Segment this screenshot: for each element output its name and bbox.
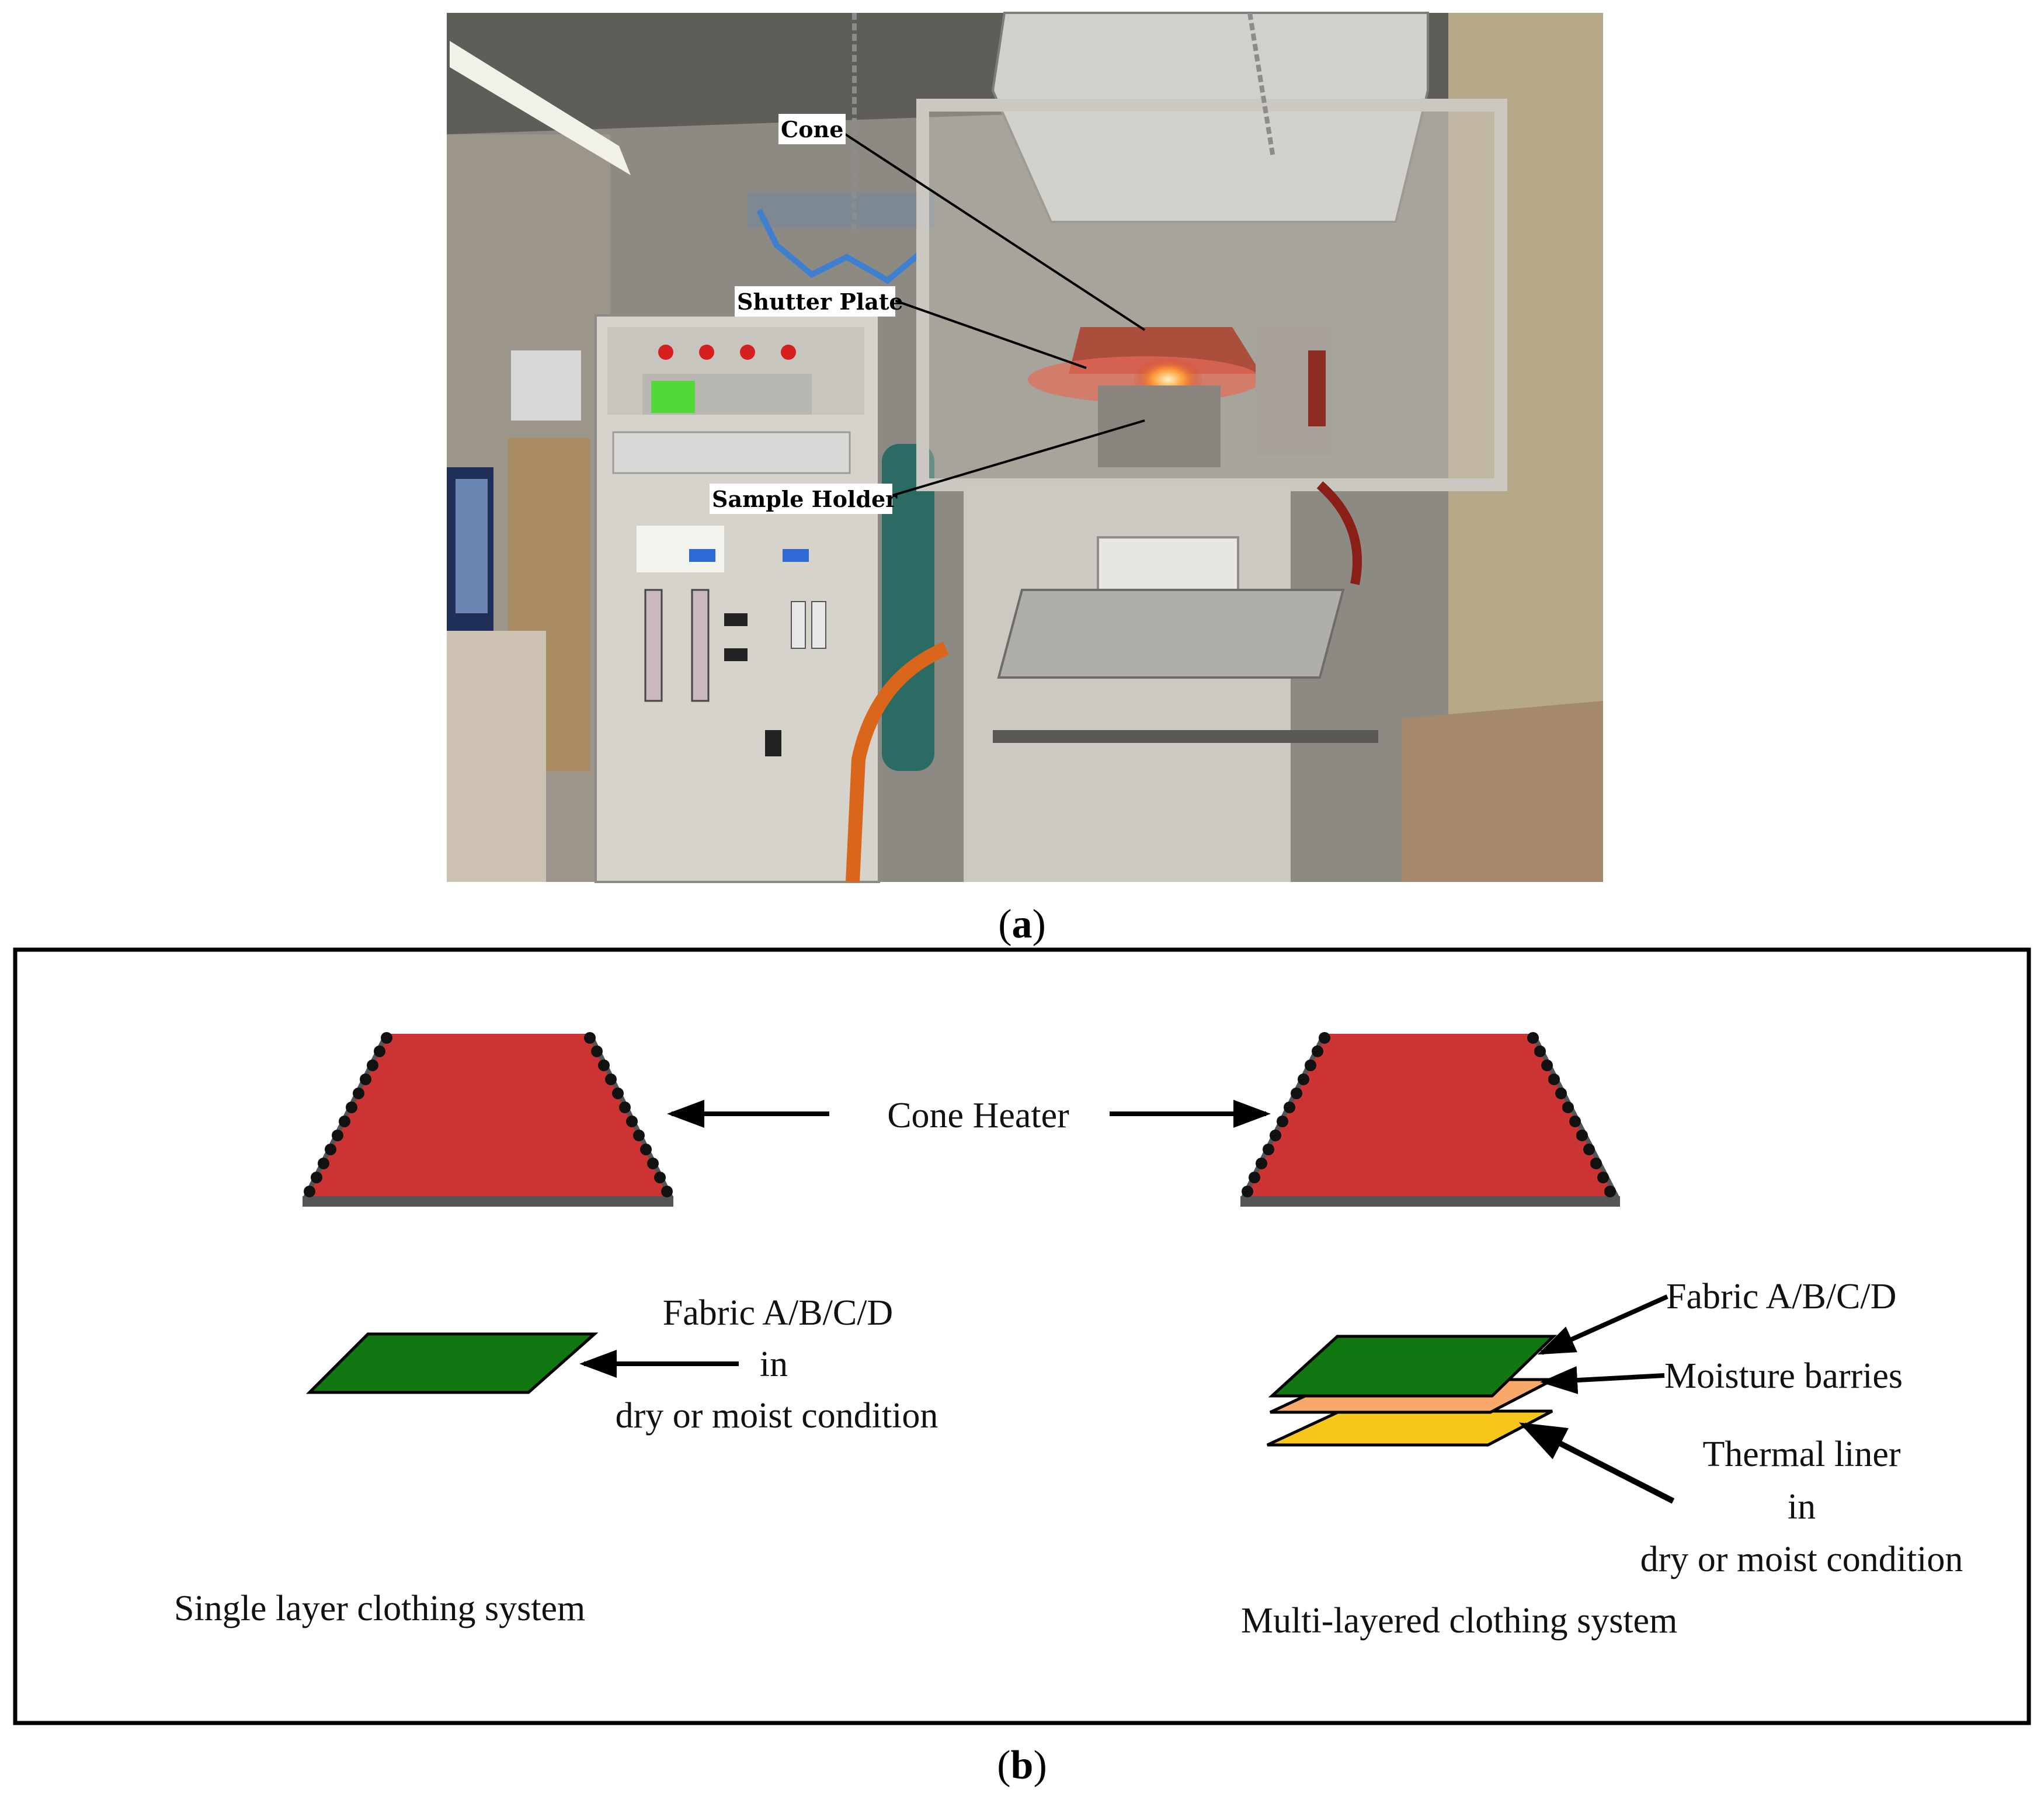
single-fabric-layer: [305, 1332, 599, 1394]
multi-layer-stack: [1266, 1335, 1558, 1447]
thermal-liner-label-2: in: [1788, 1487, 1816, 1527]
cone-heater-right: [1240, 1032, 1620, 1207]
multi-layer-system-label: Multi-layered clothing system: [1241, 1601, 1677, 1641]
cone-heater-left: [303, 1032, 674, 1207]
arrow-to-thermal-liner: [1519, 1422, 1675, 1504]
single-fabric-label-2: in: [760, 1345, 788, 1384]
thermal-liner-label-1: Thermal liner: [1702, 1434, 1900, 1474]
cone-heater-label: Cone Heater: [887, 1096, 1069, 1135]
moisture-barrier-label: Moisture barries: [1664, 1356, 1903, 1396]
sample-holder-leader-line: [888, 419, 1145, 498]
label-shutter-plate: Shutter Plate: [737, 289, 903, 315]
gas-analyser-cabinet: [595, 314, 880, 883]
multi-fabric-label: Fabric A/B/C/D: [1666, 1277, 1896, 1316]
cone-leader-line: [840, 130, 1146, 331]
multi-fabric-layer: [1268, 1335, 1558, 1398]
shutter-leader-line: [890, 298, 1087, 369]
caption-a: (a): [998, 902, 1046, 947]
caption-b: (b): [997, 1743, 1047, 1788]
thermal-liner-label-3: dry or moist condition: [1640, 1540, 1963, 1579]
label-cone: Cone: [781, 116, 843, 143]
cone-calorimeter: [852, 12, 1507, 882]
single-fabric-label-1: Fabric A/B/C/D: [663, 1293, 893, 1333]
arrow-to-multi-fabric: [1537, 1294, 1668, 1355]
label-sample-holder: Sample Holder: [712, 486, 898, 512]
single-fabric-label-3: dry or moist condition: [616, 1396, 938, 1436]
arrow-to-moisture-barrier: [1540, 1366, 1665, 1394]
panel-b-frame: [13, 947, 2031, 1725]
panel-a-photo: Cone Shutter Plate Sample Holder: [447, 12, 1603, 883]
single-layer-system-label: Single layer clothing system: [174, 1589, 585, 1628]
